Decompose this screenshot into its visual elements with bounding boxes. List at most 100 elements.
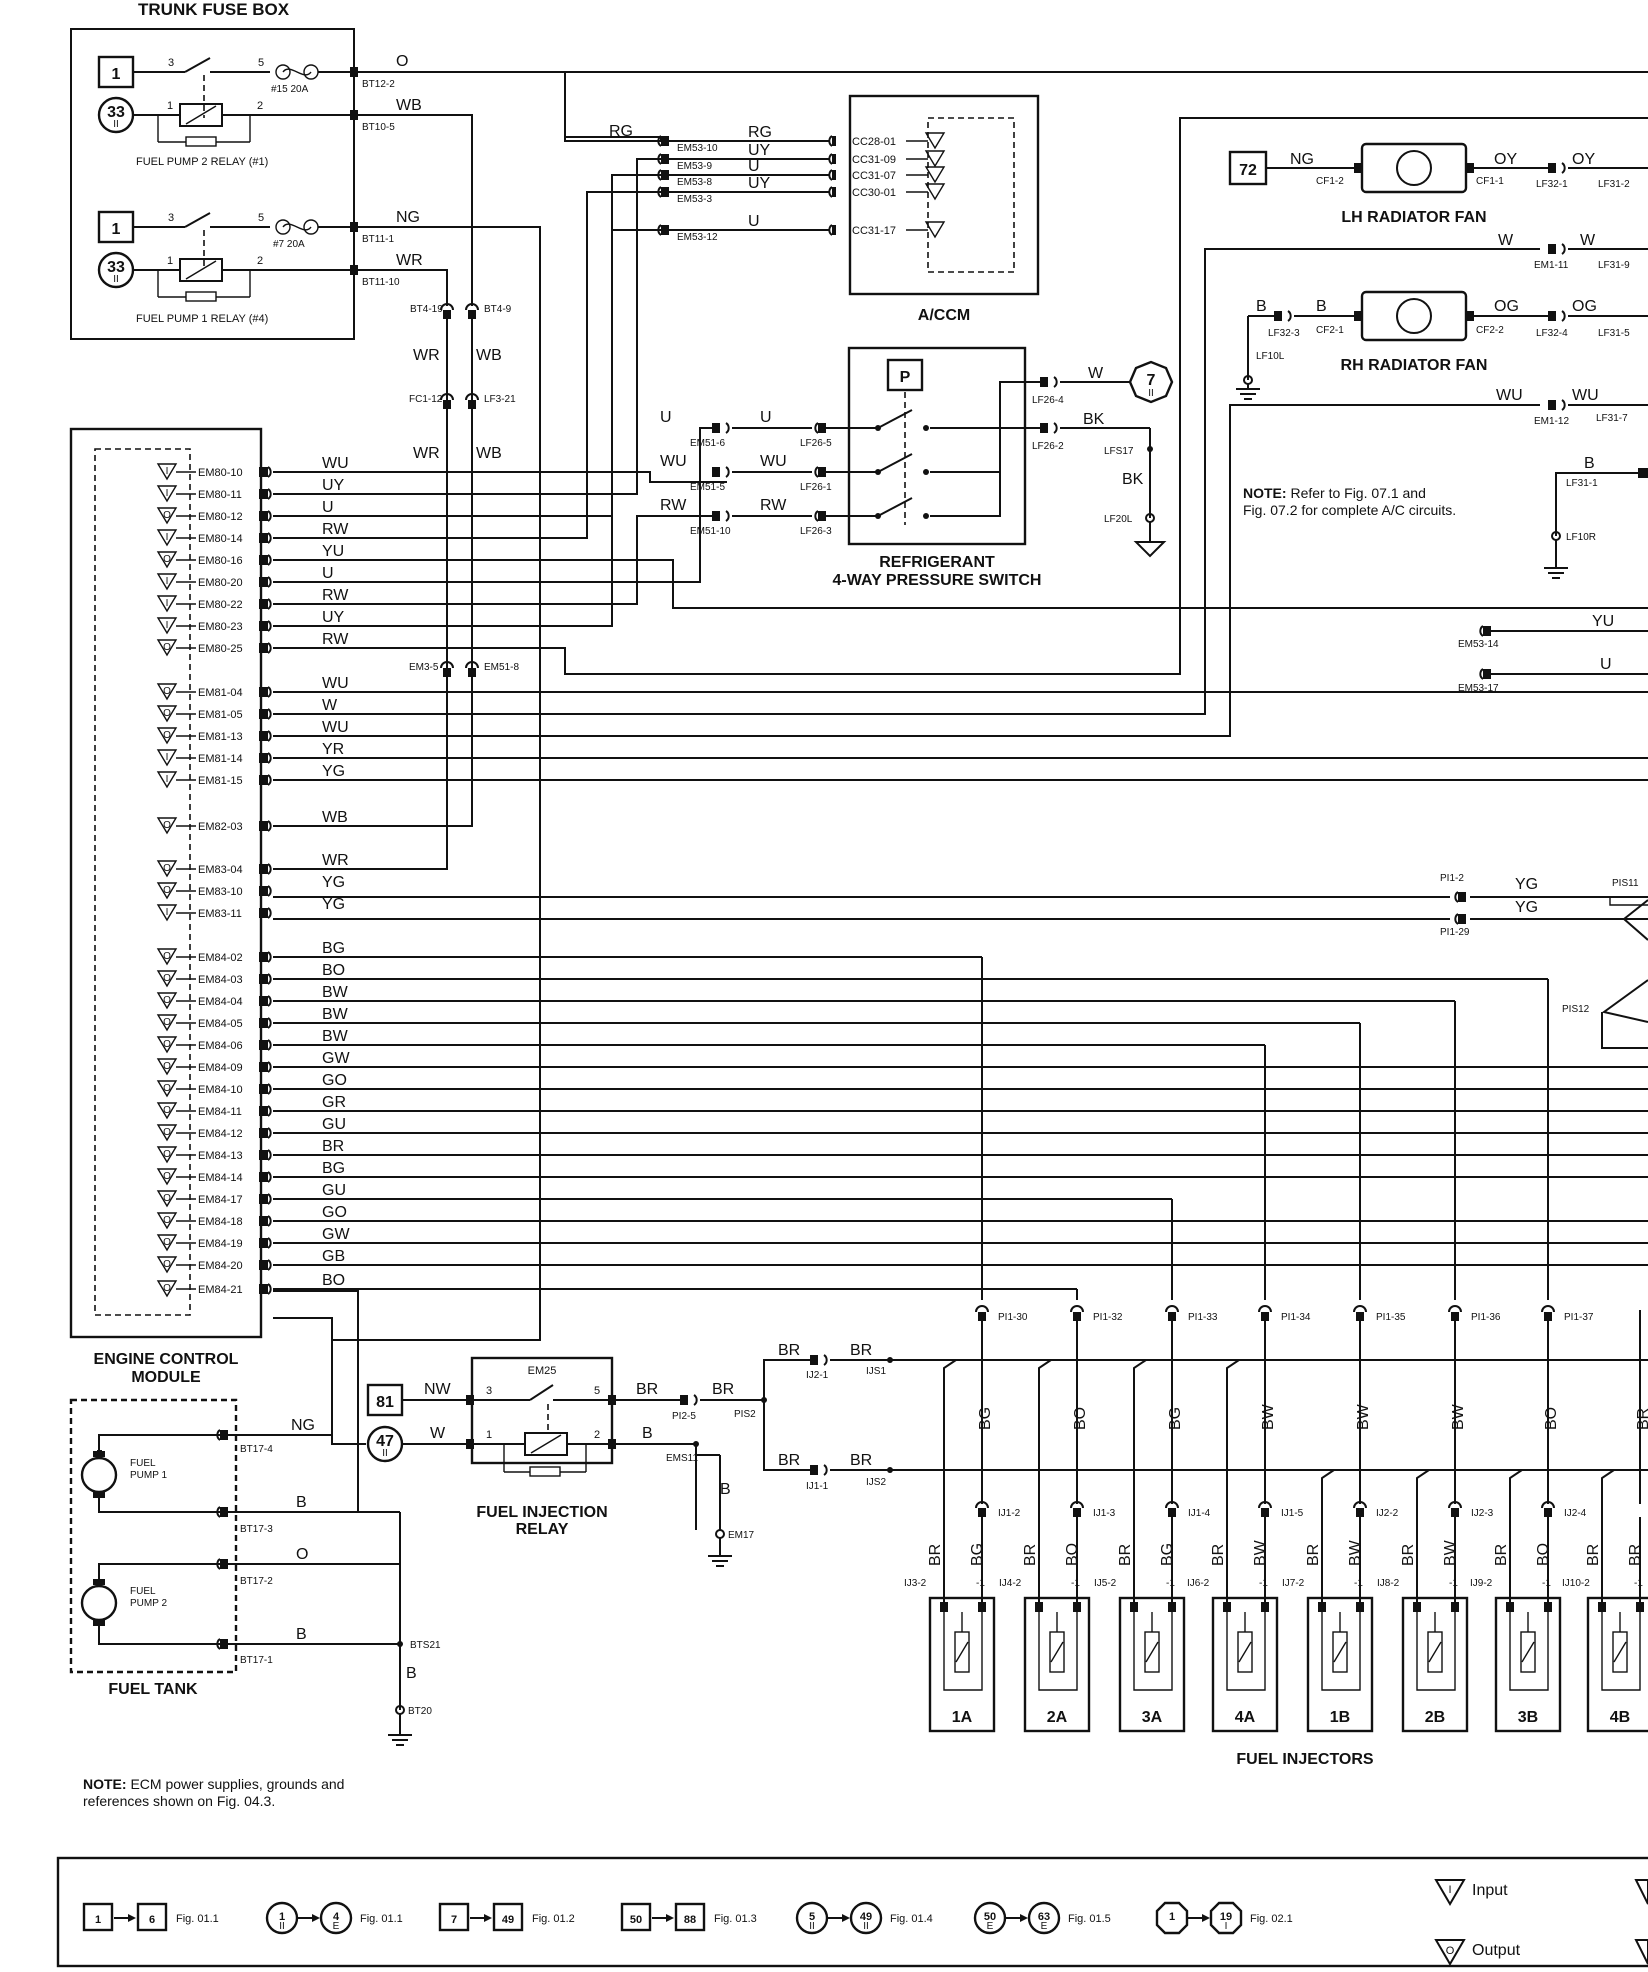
injector-br-label: BR <box>1117 1544 1134 1566</box>
circle-ref-33a: 33 <box>107 104 125 121</box>
svg-text:BK: BK <box>1122 471 1144 488</box>
input-marker-icon <box>156 617 178 635</box>
pin-type: O <box>163 885 171 896</box>
input-marker-icon <box>156 595 178 613</box>
legend-fig: Fig. 01.2 <box>532 1913 575 1925</box>
ecm-wire-label: RW <box>322 521 349 538</box>
injector-br-label: BR <box>1493 1544 1510 1566</box>
pin-type: I <box>166 752 169 763</box>
acm-wire: UY <box>748 175 771 192</box>
svg-text:EM53-14: EM53-14 <box>1458 639 1499 650</box>
svg-text:B: B <box>406 1665 417 1682</box>
pi-pin: PI1-36 <box>1471 1312 1501 1323</box>
legend-fig: Fig. 01.5 <box>1068 1913 1111 1925</box>
pi-pin: PI1-30 <box>998 1312 1028 1323</box>
trunk-fuse-box-title: TRUNK FUSE BOX <box>138 0 290 19</box>
ecm-wire-label: GB <box>322 1248 345 1265</box>
box-ref-1a: 1 <box>112 66 121 83</box>
ecm-wire-label: YR <box>322 741 344 758</box>
pin-type: O <box>163 1105 171 1116</box>
svg-text:LF26-2: LF26-2 <box>1032 441 1064 452</box>
injector-br-label: BR <box>1022 1544 1039 1566</box>
ecm-wire-label: RW <box>322 587 349 604</box>
svg-text:81: 81 <box>376 1394 394 1411</box>
ecm-pin-label: EM81-13 <box>198 731 243 743</box>
injector-wire-label: BW <box>1442 1539 1459 1566</box>
pin-type: O <box>163 510 171 521</box>
svg-text:II: II <box>279 1921 285 1932</box>
injector-minus-pin: -1 <box>1259 1578 1268 1589</box>
svg-text:OG: OG <box>1494 298 1519 315</box>
ij-pin: IJ2-4 <box>1564 1508 1587 1519</box>
ecm-wire-label: BW <box>322 1028 349 1045</box>
svg-text:BT4-9: BT4-9 <box>484 304 512 315</box>
svg-text:Fig. 07.2 for complete A/C cir: Fig. 07.2 for complete A/C circuits. <box>1243 502 1456 518</box>
pin-bt12-2: BT12-2 <box>362 79 395 90</box>
svg-text:IJS1: IJS1 <box>866 1366 886 1377</box>
svg-text:PUMP 2: PUMP 2 <box>130 1598 167 1609</box>
injector-color-label: BG <box>977 1407 994 1430</box>
svg-text:IJ1-1: IJ1-1 <box>806 1481 829 1492</box>
svg-text:RG: RG <box>609 123 633 140</box>
svg-text:LF26-4: LF26-4 <box>1032 395 1064 406</box>
acm-marker-icon <box>924 221 946 239</box>
svg-text:O: O <box>1446 1945 1455 1957</box>
ecm-pin-label: EM84-21 <box>198 1284 243 1296</box>
ecm-note: NOTE: ECM power supplies, grounds and re… <box>83 1776 344 1809</box>
ecm-wire-label: UY <box>322 477 345 494</box>
ecm-pin-label: EM81-05 <box>198 709 243 721</box>
svg-text:PI2-5: PI2-5 <box>672 1411 696 1422</box>
svg-text:U: U <box>1600 656 1612 673</box>
ecm-pin-label: EM84-10 <box>198 1084 243 1096</box>
svg-text:#15 20A: #15 20A <box>271 84 309 95</box>
relay2-label: FUEL PUMP 2 RELAY (#1) <box>136 156 268 168</box>
ecm-title-1: ENGINE CONTROL <box>94 1351 239 1368</box>
injector-br-label: BR <box>1210 1544 1227 1566</box>
input-marker-icon <box>156 529 178 547</box>
injector-wire-label: BG <box>969 1543 986 1566</box>
ecm-pin-label: EM83-11 <box>198 908 242 920</box>
injector-left-pin: IJ4-2 <box>999 1578 1022 1589</box>
svg-text:I: I <box>1225 1921 1228 1932</box>
svg-text:EMS11: EMS11 <box>666 1453 698 1464</box>
injector-name: 2B <box>1425 1709 1445 1726</box>
svg-text:LF32-1: LF32-1 <box>1536 179 1568 190</box>
rh-fan-title: RH RADIATOR FAN <box>1341 357 1488 374</box>
svg-text:5: 5 <box>258 212 264 224</box>
svg-text:PI1-29: PI1-29 <box>1440 927 1470 938</box>
svg-text:3: 3 <box>168 57 174 69</box>
ecm-title-2: MODULE <box>131 1369 201 1386</box>
injector-wire-label: BW <box>1347 1539 1364 1566</box>
refrigerant-lf-pin: LF26-1 <box>800 482 832 493</box>
pin-type: O <box>163 730 171 741</box>
svg-text:FC1-12: FC1-12 <box>409 394 443 405</box>
fuel-injection-relay: EM25 81 47 II NW W 3 5 1 2 FUEL INJECTIO… <box>273 227 767 1567</box>
injector-wire-label: BO <box>1535 1543 1552 1566</box>
svg-text:3: 3 <box>168 212 174 224</box>
svg-text:LF31-1: LF31-1 <box>1566 478 1598 489</box>
svg-text:EM25: EM25 <box>528 1365 557 1377</box>
input-marker-icon <box>156 749 178 767</box>
svg-text:II: II <box>382 1448 388 1459</box>
refrigerant-em-pin: EM51-6 <box>690 438 725 449</box>
svg-text:63: 63 <box>1038 1911 1050 1923</box>
pi-pin: PI1-37 <box>1564 1312 1594 1323</box>
ecm-pin-label: EM80-22 <box>198 599 243 611</box>
svg-text:BR: BR <box>778 1452 800 1469</box>
